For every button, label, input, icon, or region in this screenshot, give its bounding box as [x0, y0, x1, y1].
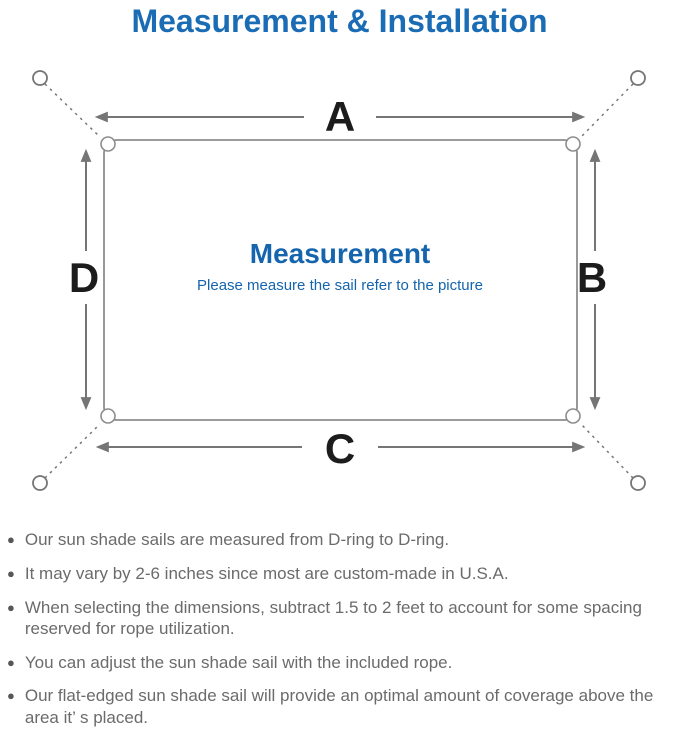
sail-measurement-diagram: [32, 70, 646, 491]
diagram-subheading: Please measure the sail refer to the pic…: [197, 277, 483, 294]
diagram-heading: Measurement: [249, 238, 431, 269]
bullet-dot-icon: ●: [7, 532, 15, 547]
edge-label-b: B: [576, 254, 608, 301]
anchor-ring-icon-top-left: [32, 70, 48, 86]
anchor-ring-icons: [32, 70, 646, 491]
d-ring-icon-top-left: [100, 136, 116, 152]
anchor-ring-icon-bottom-left: [32, 475, 48, 491]
d-ring-icon-bottom-left: [100, 408, 116, 424]
note-text: You can adjust the sun shade sail with t…: [24, 652, 453, 672]
measurement-notes-list: ● Our sun shade sails are measured from …: [7, 529, 673, 739]
note-text: When selecting the dimensions, subtract …: [24, 597, 642, 638]
bullet-dot-icon: ●: [7, 654, 15, 670]
list-item: ● When selecting the dimensions, subtrac…: [7, 597, 673, 640]
edge-label-a: A: [324, 93, 356, 140]
rope-line-top-left: [44, 83, 101, 138]
list-item: ● Our flat-edged sun shade sail will pro…: [7, 685, 673, 728]
list-item: ● Our sun shade sails are measured from …: [7, 529, 673, 550]
note-text: Our sun shade sails are measured from D-…: [24, 530, 450, 549]
measure-arrows: [80, 111, 601, 453]
list-item: ● It may vary by 2-6 inches since most a…: [7, 563, 673, 584]
rope-dotted-lines: [44, 83, 634, 479]
d-ring-icon-bottom-right: [565, 408, 581, 424]
anchor-ring-icon-bottom-right: [630, 475, 646, 491]
d-ring-icons: [100, 136, 581, 424]
d-ring-icon-top-right: [565, 136, 581, 152]
note-text: Our flat-edged sun shade sail will provi…: [24, 686, 654, 727]
edge-label-c: C: [324, 425, 356, 472]
sail-rect: [103, 139, 578, 421]
list-item: ● You can adjust the sun shade sail with…: [7, 652, 673, 673]
page-title: Measurement & Installation: [131, 3, 548, 39]
bullet-dot-icon: ●: [7, 565, 15, 581]
edge-label-d: D: [68, 254, 100, 301]
bullet-dot-icon: ●: [7, 599, 15, 615]
rope-line-top-right: [580, 83, 634, 138]
rope-line-bottom-right: [580, 423, 634, 479]
rope-line-bottom-left: [44, 423, 101, 479]
note-text: It may vary by 2-6 inches since most are…: [24, 563, 509, 583]
bullet-dot-icon: ●: [7, 688, 15, 704]
anchor-ring-icon-top-right: [630, 70, 646, 86]
